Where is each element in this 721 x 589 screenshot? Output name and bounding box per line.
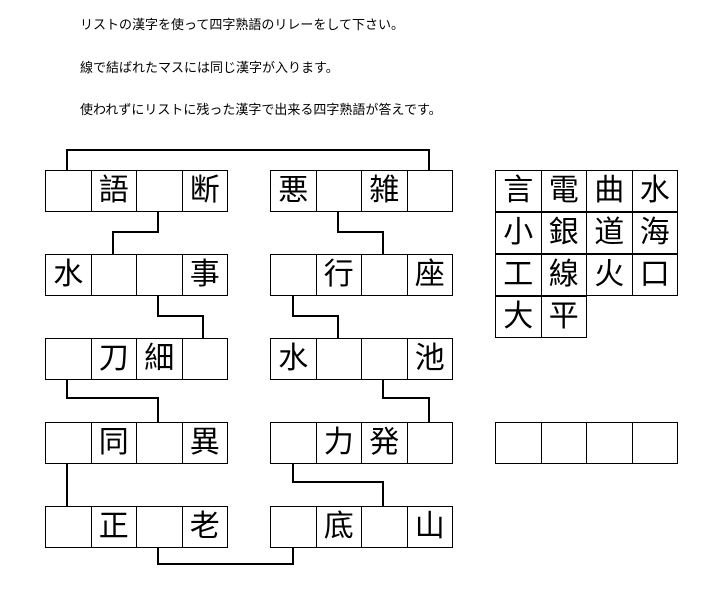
kanji-list-cell: 言 bbox=[495, 170, 542, 212]
puzzle-cell[interactable]: 底 bbox=[315, 506, 362, 548]
puzzle-cell[interactable] bbox=[361, 506, 408, 548]
kanji-list-cell: 平 bbox=[540, 296, 587, 338]
answer-cell[interactable] bbox=[586, 422, 633, 464]
puzzle-cell[interactable] bbox=[45, 422, 92, 464]
kanji-list-cell: 水 bbox=[631, 170, 678, 212]
kanji-list-cell: 工 bbox=[495, 254, 542, 296]
kanji-list-cell: 小 bbox=[495, 212, 542, 254]
puzzle-cell[interactable] bbox=[270, 506, 317, 548]
puzzle-cell[interactable]: 断 bbox=[181, 170, 228, 212]
puzzle-cell[interactable] bbox=[361, 254, 408, 296]
puzzle-cell[interactable]: 雑 bbox=[361, 170, 408, 212]
puzzle-cell[interactable] bbox=[270, 254, 317, 296]
kanji-list-cell: 曲 bbox=[586, 170, 633, 212]
connector-line bbox=[66, 149, 430, 170]
puzzle-cell[interactable]: 行 bbox=[315, 254, 362, 296]
puzzle-cell[interactable] bbox=[315, 338, 362, 380]
connector-line bbox=[382, 380, 430, 422]
puzzle-cell[interactable]: 悪 bbox=[270, 170, 317, 212]
puzzle-cell[interactable] bbox=[136, 170, 183, 212]
connector-line bbox=[157, 296, 204, 338]
puzzle-cell[interactable]: 山 bbox=[406, 506, 453, 548]
puzzle-cell[interactable]: 正 bbox=[90, 506, 137, 548]
puzzle-cell[interactable] bbox=[45, 506, 92, 548]
puzzle-cell[interactable] bbox=[136, 254, 183, 296]
instruction-line-3: 使われずにリストに残った漢字で出来る四字熟語が答えです。 bbox=[80, 103, 442, 118]
puzzle-cell[interactable] bbox=[45, 338, 92, 380]
puzzle-cell[interactable] bbox=[315, 170, 362, 212]
connector-line bbox=[292, 464, 384, 506]
puzzle-cell[interactable]: 細 bbox=[136, 338, 183, 380]
connector-line bbox=[337, 212, 384, 254]
connector-line bbox=[112, 212, 159, 254]
kanji-list-cell: 大 bbox=[495, 296, 542, 338]
puzzle-cell[interactable]: 力 bbox=[315, 422, 362, 464]
puzzle-cell[interactable]: 発 bbox=[361, 422, 408, 464]
puzzle-cell[interactable] bbox=[406, 170, 453, 212]
puzzle-cell[interactable] bbox=[270, 422, 317, 464]
instruction-line-2: 線で結ばれたマスには同じ漢字が入ります。 bbox=[80, 61, 339, 76]
puzzle-cell[interactable]: 老 bbox=[181, 506, 228, 548]
kanji-list-cell: 電 bbox=[540, 170, 587, 212]
puzzle-cell[interactable]: 水 bbox=[270, 338, 317, 380]
puzzle-cell[interactable] bbox=[361, 338, 408, 380]
connector-line bbox=[292, 296, 339, 338]
puzzle-cell[interactable]: 池 bbox=[406, 338, 453, 380]
connector-line bbox=[157, 548, 294, 565]
puzzle-cell[interactable]: 座 bbox=[406, 254, 453, 296]
kanji-list-cell: 銀 bbox=[540, 212, 587, 254]
puzzle-cell[interactable] bbox=[406, 422, 453, 464]
puzzle-cell[interactable] bbox=[181, 338, 228, 380]
puzzle-cell[interactable]: 刀 bbox=[90, 338, 137, 380]
puzzle-cell[interactable]: 水 bbox=[45, 254, 92, 296]
answer-cell[interactable] bbox=[495, 422, 542, 464]
kanji-list-cell: 口 bbox=[631, 254, 678, 296]
kanji-list-cell: 線 bbox=[540, 254, 587, 296]
kanji-list-cell: 道 bbox=[586, 212, 633, 254]
puzzle-cell[interactable]: 同 bbox=[90, 422, 137, 464]
puzzle-cell[interactable] bbox=[136, 422, 183, 464]
kanji-list-cell: 火 bbox=[586, 254, 633, 296]
puzzle-cell[interactable] bbox=[90, 254, 137, 296]
puzzle-cell[interactable] bbox=[136, 506, 183, 548]
puzzle-cell[interactable] bbox=[45, 170, 92, 212]
puzzle-cell[interactable]: 語 bbox=[90, 170, 137, 212]
kanji-list-cell: 海 bbox=[631, 212, 678, 254]
answer-cell[interactable] bbox=[540, 422, 587, 464]
puzzle-cell[interactable]: 異 bbox=[181, 422, 228, 464]
answer-cell[interactable] bbox=[631, 422, 678, 464]
puzzle-cell[interactable]: 事 bbox=[181, 254, 228, 296]
instruction-line-1: リストの漢字を使って四字熟語のリレーをして下さい。 bbox=[80, 18, 404, 33]
connector-line bbox=[66, 380, 159, 422]
